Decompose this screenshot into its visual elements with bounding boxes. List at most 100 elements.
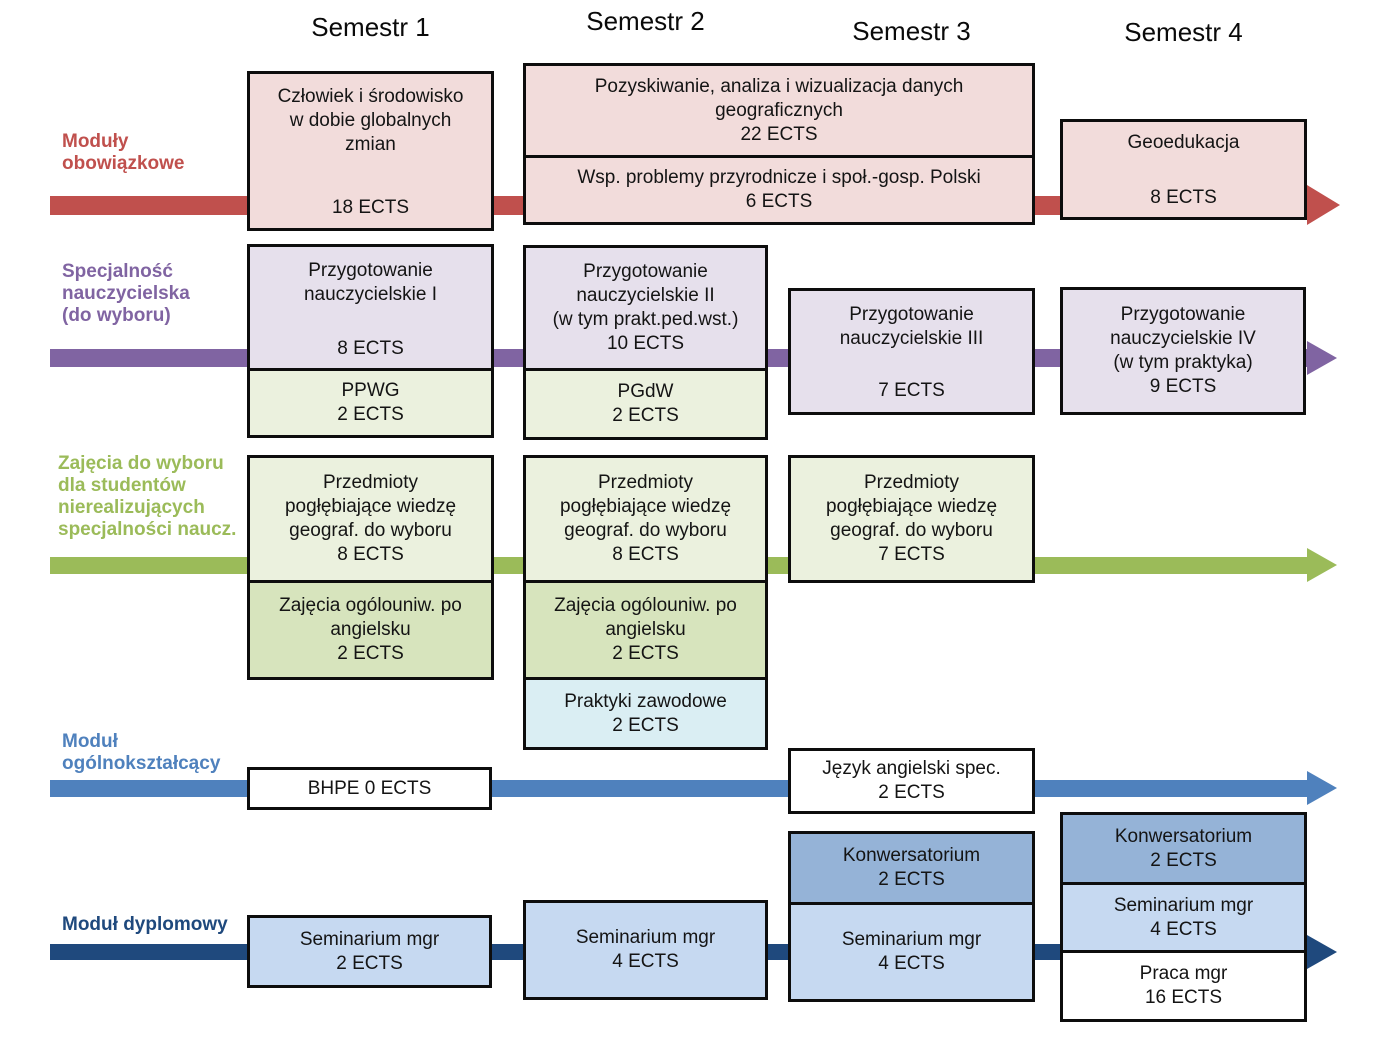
course-ects: 4 ECTS bbox=[612, 951, 679, 972]
course-title: Zajęcia ogólouniw. po angielsku bbox=[279, 595, 462, 640]
course-box: Konwersatorium 2 ECTS Seminarium mgr 4 E… bbox=[1060, 812, 1307, 1022]
course-section: Seminarium mgr 2 ECTS bbox=[250, 918, 489, 985]
arrow-head-icon bbox=[1307, 935, 1337, 969]
course-section: Przedmioty pogłębiające wiedzę geograf. … bbox=[791, 458, 1032, 580]
course-section: Praktyki zawodowe 2 ECTS bbox=[526, 677, 765, 747]
course-ects: 2 ECTS bbox=[612, 405, 679, 426]
course-section: Przygotowanie nauczycielskie IV (w tym p… bbox=[1063, 290, 1303, 412]
row-label-diploma-module: Moduł dyplomowy bbox=[62, 914, 228, 935]
course-ects: 8 ECTS bbox=[337, 544, 404, 565]
course-ects: 18 ECTS bbox=[331, 197, 410, 218]
course-ects: 4 ECTS bbox=[878, 953, 945, 974]
course-section: Pozyskiwanie, analiza i wizualizacja dan… bbox=[526, 66, 1032, 155]
course-section: Seminarium mgr 4 ECTS bbox=[1063, 882, 1304, 950]
course-section: PPWG 2 ECTS bbox=[250, 368, 491, 435]
course-title: Przygotowanie nauczycielskie I bbox=[303, 260, 438, 305]
course-ects: 6 ECTS bbox=[745, 191, 813, 212]
course-section: Seminarium mgr 4 ECTS bbox=[791, 902, 1032, 999]
course-ects: 2 ECTS bbox=[612, 714, 679, 736]
timeline-general-module bbox=[50, 780, 1307, 797]
course-box: Konwersatorium 2 ECTS Seminarium mgr 4 E… bbox=[788, 831, 1035, 1002]
course-title: BHPE 0 ECTS bbox=[307, 777, 432, 799]
course-ects: 8 ECTS bbox=[337, 338, 404, 359]
course-ects: 2 ECTS bbox=[1150, 849, 1217, 871]
course-ects: 2 ECTS bbox=[337, 404, 404, 425]
course-ects: 22 ECTS bbox=[740, 123, 818, 145]
course-title: Seminarium mgr bbox=[575, 927, 716, 948]
course-ects: 4 ECTS bbox=[1150, 918, 1217, 940]
course-section: Przedmioty pogłębiające wiedzę geograf. … bbox=[526, 458, 765, 580]
course-box: Przygotowanie nauczycielskie III 7 ECTS bbox=[788, 288, 1035, 415]
course-box: Pozyskiwanie, analiza i wizualizacja dan… bbox=[523, 63, 1035, 225]
row-label-elective-classes: Zajęcia do wyboru dla studentów niereali… bbox=[58, 453, 237, 540]
course-ects: 8 ECTS bbox=[1150, 187, 1217, 208]
course-section: BHPE 0 ECTS bbox=[250, 770, 489, 807]
course-ects: 2 ECTS bbox=[337, 643, 404, 664]
course-box: Geoedukacja 8 ECTS bbox=[1060, 119, 1307, 220]
course-box: Przedmioty pogłębiające wiedzę geograf. … bbox=[788, 455, 1035, 583]
course-title: Przedmioty pogłębiające wiedzę geograf. … bbox=[825, 472, 998, 541]
course-title: Konwersatorium bbox=[842, 845, 981, 866]
course-ects: 2 ECTS bbox=[878, 869, 945, 890]
course-ects: 7 ECTS bbox=[878, 544, 945, 565]
course-section: Przygotowanie nauczycielskie II (w tym p… bbox=[526, 248, 765, 368]
row-label-mandatory-modules: Moduły obowiązkowe bbox=[62, 131, 185, 174]
course-section: Przygotowanie nauczycielskie III 7 ECTS bbox=[791, 291, 1032, 412]
course-box: Przygotowanie nauczycielskie IV (w tym p… bbox=[1060, 287, 1306, 415]
course-title: Przedmioty pogłębiające wiedzę geograf. … bbox=[559, 472, 732, 541]
arrow-head-icon bbox=[1307, 771, 1337, 805]
course-box: Seminarium mgr 2 ECTS bbox=[247, 915, 492, 988]
course-box: BHPE 0 ECTS bbox=[247, 767, 492, 810]
course-box: Język angielski spec. 2 ECTS bbox=[788, 748, 1035, 814]
course-section: Konwersatorium 2 ECTS bbox=[1063, 815, 1304, 882]
course-ects: 2 ECTS bbox=[336, 952, 403, 974]
course-title: Geoedukacja bbox=[1127, 132, 1240, 153]
course-ects: 9 ECTS bbox=[1149, 376, 1217, 397]
course-section: Przedmioty pogłębiające wiedzę geograf. … bbox=[250, 458, 491, 580]
course-box: Seminarium mgr 4 ECTS bbox=[523, 900, 768, 1000]
course-title: PPWG bbox=[341, 380, 400, 401]
course-section: Wsp. problemy przyrodnicze i społ.-gosp.… bbox=[526, 155, 1032, 222]
course-section: Zajęcia ogólouniw. po angielsku 2 ECTS bbox=[526, 580, 765, 677]
course-section: Język angielski spec. 2 ECTS bbox=[791, 751, 1032, 811]
course-box: Przygotowanie nauczycielskie II (w tym p… bbox=[523, 245, 768, 440]
arrow-head-icon bbox=[1307, 341, 1337, 375]
arrow-head-icon bbox=[1307, 185, 1340, 225]
course-box: Przygotowanie nauczycielskie I 8 ECTS PP… bbox=[247, 244, 494, 438]
semester-1-header: Semestr 1 bbox=[311, 12, 430, 42]
row-label-general-module: Moduł ogólnokształcący bbox=[62, 731, 221, 774]
course-title: PGdW bbox=[617, 381, 674, 402]
course-ects: 2 ECTS bbox=[612, 643, 679, 664]
course-title: Praktyki zawodowe bbox=[564, 690, 727, 712]
arrow-head-icon bbox=[1307, 548, 1337, 582]
course-ects: 2 ECTS bbox=[878, 782, 945, 803]
course-title: Seminarium mgr bbox=[299, 928, 440, 950]
course-title: Seminarium mgr bbox=[841, 929, 982, 950]
course-ects: 10 ECTS bbox=[606, 333, 685, 354]
semester-4-header: Semestr 4 bbox=[1124, 17, 1243, 47]
course-section: Seminarium mgr 4 ECTS bbox=[526, 903, 765, 997]
course-title: Przygotowanie nauczycielskie IV (w tym p… bbox=[1110, 304, 1256, 373]
course-title: Seminarium mgr bbox=[1113, 894, 1254, 916]
semester-3-header: Semestr 3 bbox=[852, 16, 971, 46]
course-ects: 8 ECTS bbox=[612, 544, 679, 565]
course-title: Przygotowanie nauczycielskie II (w tym p… bbox=[552, 261, 739, 330]
course-section: Człowiek i środowisko w dobie globalnych… bbox=[250, 74, 491, 228]
course-section: PGdW 2 ECTS bbox=[526, 368, 765, 437]
course-box: Przedmioty pogłębiające wiedzę geograf. … bbox=[247, 455, 494, 680]
course-title: Praca mgr bbox=[1139, 963, 1228, 984]
course-title: Zajęcia ogólouniw. po angielsku bbox=[554, 595, 737, 640]
course-section: Praca mgr 16 ECTS bbox=[1063, 950, 1304, 1019]
course-box: Człowiek i środowisko w dobie globalnych… bbox=[247, 71, 494, 231]
row-label-teacher-specialization: Specjalność nauczycielska (do wyboru) bbox=[62, 261, 190, 326]
course-section: Geoedukacja 8 ECTS bbox=[1063, 122, 1304, 217]
course-title: Wsp. problemy przyrodnicze i społ.-gosp.… bbox=[577, 167, 981, 188]
course-ects: 16 ECTS bbox=[1144, 987, 1223, 1008]
course-title: Człowiek i środowisko w dobie globalnych… bbox=[277, 86, 464, 155]
course-section: Zajęcia ogólouniw. po angielsku 2 ECTS bbox=[250, 580, 491, 677]
course-title: Przygotowanie nauczycielskie III bbox=[839, 304, 984, 349]
course-box: Przedmioty pogłębiające wiedzę geograf. … bbox=[523, 455, 768, 750]
course-title: Przedmioty pogłębiające wiedzę geograf. … bbox=[284, 472, 457, 541]
course-title: Język angielski spec. bbox=[822, 758, 1001, 779]
